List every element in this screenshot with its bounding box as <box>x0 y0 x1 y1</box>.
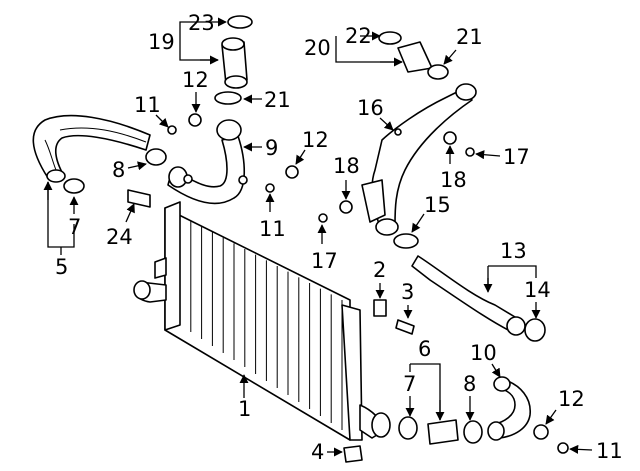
callout-22: 22 <box>345 24 372 48</box>
connector-hose-20 <box>397 41 433 73</box>
callout-6: 6 <box>418 337 431 361</box>
callout-24: 24 <box>106 225 133 249</box>
callout-17-right: 17 <box>503 145 530 169</box>
callout-13: 13 <box>500 239 527 263</box>
nut-12-c <box>533 424 549 440</box>
callout-11-lower: 11 <box>596 439 623 463</box>
bolt-3 <box>395 319 415 335</box>
charge-hose-13 <box>411 255 526 336</box>
pipe-10 <box>487 376 531 441</box>
hose-clamp-7 <box>63 178 85 194</box>
callout-19: 19 <box>148 30 175 54</box>
callout-23: 23 <box>188 11 215 35</box>
clamp-23 <box>227 15 253 29</box>
callout-5: 5 <box>55 255 68 279</box>
screw-17-right <box>465 147 475 157</box>
inlet-hose-upper <box>32 114 151 183</box>
callout-21-upper: 21 <box>264 88 291 112</box>
callout-12-upper: 12 <box>182 68 209 92</box>
callout-7-upper: 7 <box>68 215 81 239</box>
callout-18-left: 18 <box>333 154 360 178</box>
clamp-21-upper <box>214 91 242 105</box>
connector-hose-19 <box>221 37 248 89</box>
bracket-2 <box>373 299 387 317</box>
clamp-8-lower <box>463 420 483 444</box>
screw-17-left <box>318 213 328 223</box>
sensor-24 <box>127 189 151 208</box>
bolt-11-b <box>265 183 275 193</box>
clamp-22 <box>378 31 402 45</box>
callout-labels: 1 2 3 4 5 6 7 7 8 8 9 10 11 11 11 12 12 … <box>55 11 623 464</box>
clamp-14 <box>524 318 546 342</box>
callout-7-lower: 7 <box>403 372 416 396</box>
charge-pipe-9 <box>167 119 248 205</box>
callout-20: 20 <box>304 36 331 60</box>
plug-18-left <box>339 200 353 214</box>
nut-12-a <box>188 113 202 127</box>
intercooler-core <box>133 201 391 441</box>
callout-8-lower: 8 <box>463 372 476 396</box>
hose-6 <box>427 419 459 445</box>
callout-21-right: 21 <box>456 25 483 49</box>
hose-clamp-8 <box>145 148 167 166</box>
clamp-15 <box>393 233 419 249</box>
plug-18-right <box>443 131 457 145</box>
callout-10: 10 <box>470 341 497 365</box>
callout-11-upper: 11 <box>134 93 161 117</box>
bolt-11-c <box>557 442 569 454</box>
callout-3: 3 <box>401 280 414 304</box>
charge-pipe-16 <box>361 83 477 236</box>
callout-4: 4 <box>311 440 324 464</box>
leader-lines <box>43 17 593 457</box>
callout-12-middle: 12 <box>302 128 329 152</box>
callout-15: 15 <box>424 193 451 217</box>
callout-17-left: 17 <box>311 249 338 273</box>
callout-12-lower: 12 <box>558 387 585 411</box>
bolt-11-a <box>167 125 177 135</box>
callout-8-upper: 8 <box>112 158 125 182</box>
callout-9: 9 <box>265 136 278 160</box>
clamp-21-right <box>427 64 449 80</box>
callout-14: 14 <box>524 278 551 302</box>
clamp-7-lower <box>398 416 418 440</box>
nut-12-b <box>285 165 299 179</box>
callout-11-middle: 11 <box>259 217 286 241</box>
callout-2: 2 <box>373 258 386 282</box>
callout-16: 16 <box>357 96 384 120</box>
grommet-4 <box>343 445 363 463</box>
callout-18-right: 18 <box>440 168 467 192</box>
callout-1: 1 <box>238 397 251 421</box>
